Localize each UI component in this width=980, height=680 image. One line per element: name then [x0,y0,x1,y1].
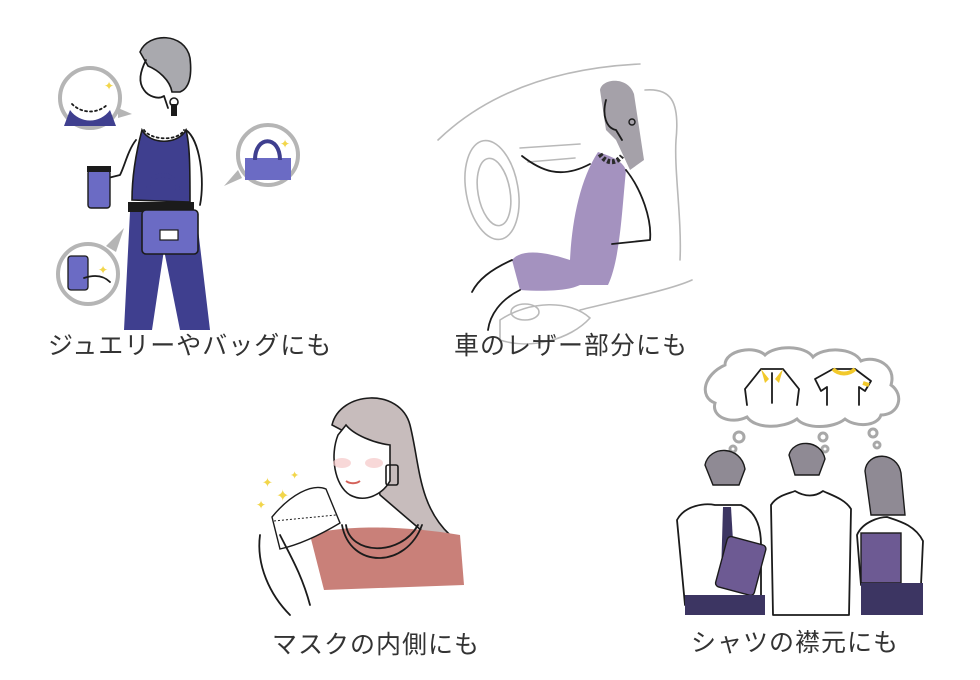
panel-shirt-collar: シャツの襟元にも [665,345,945,665]
svg-text:✦: ✦ [98,263,108,277]
coworkers-thinking-illustration [676,346,924,616]
panel-mask-inside: ✦ ✦ ✦ ✦ マスクの内側にも [250,385,490,665]
woman-driving-car-illustration [437,63,693,345]
woman-holding-mask-illustration: ✦ ✦ ✦ ✦ [256,397,464,616]
caption-car-leather: 車のレザー部分にも [454,331,689,360]
svg-text:✦: ✦ [290,469,299,482]
svg-text:✦: ✦ [262,476,273,491]
svg-text:✦: ✦ [256,498,266,512]
caption-jewelry-bag: ジュエリーやバッグにも [48,331,333,360]
svg-text:✦: ✦ [104,79,114,93]
woman-with-handbag-illustration: ✦ ✦ ✦ [56,36,300,330]
svg-text:✦: ✦ [280,137,290,151]
svg-text:✦: ✦ [276,486,289,505]
caption-mask-inside: マスクの内側にも [272,630,481,659]
panel-jewelry-bag: ✦ ✦ ✦ ジュエリーやバッグにも [40,30,331,370]
caption-shirt-collar: シャツの襟元にも [691,628,900,657]
panel-car-leather: 車のレザー部分にも [430,60,710,370]
